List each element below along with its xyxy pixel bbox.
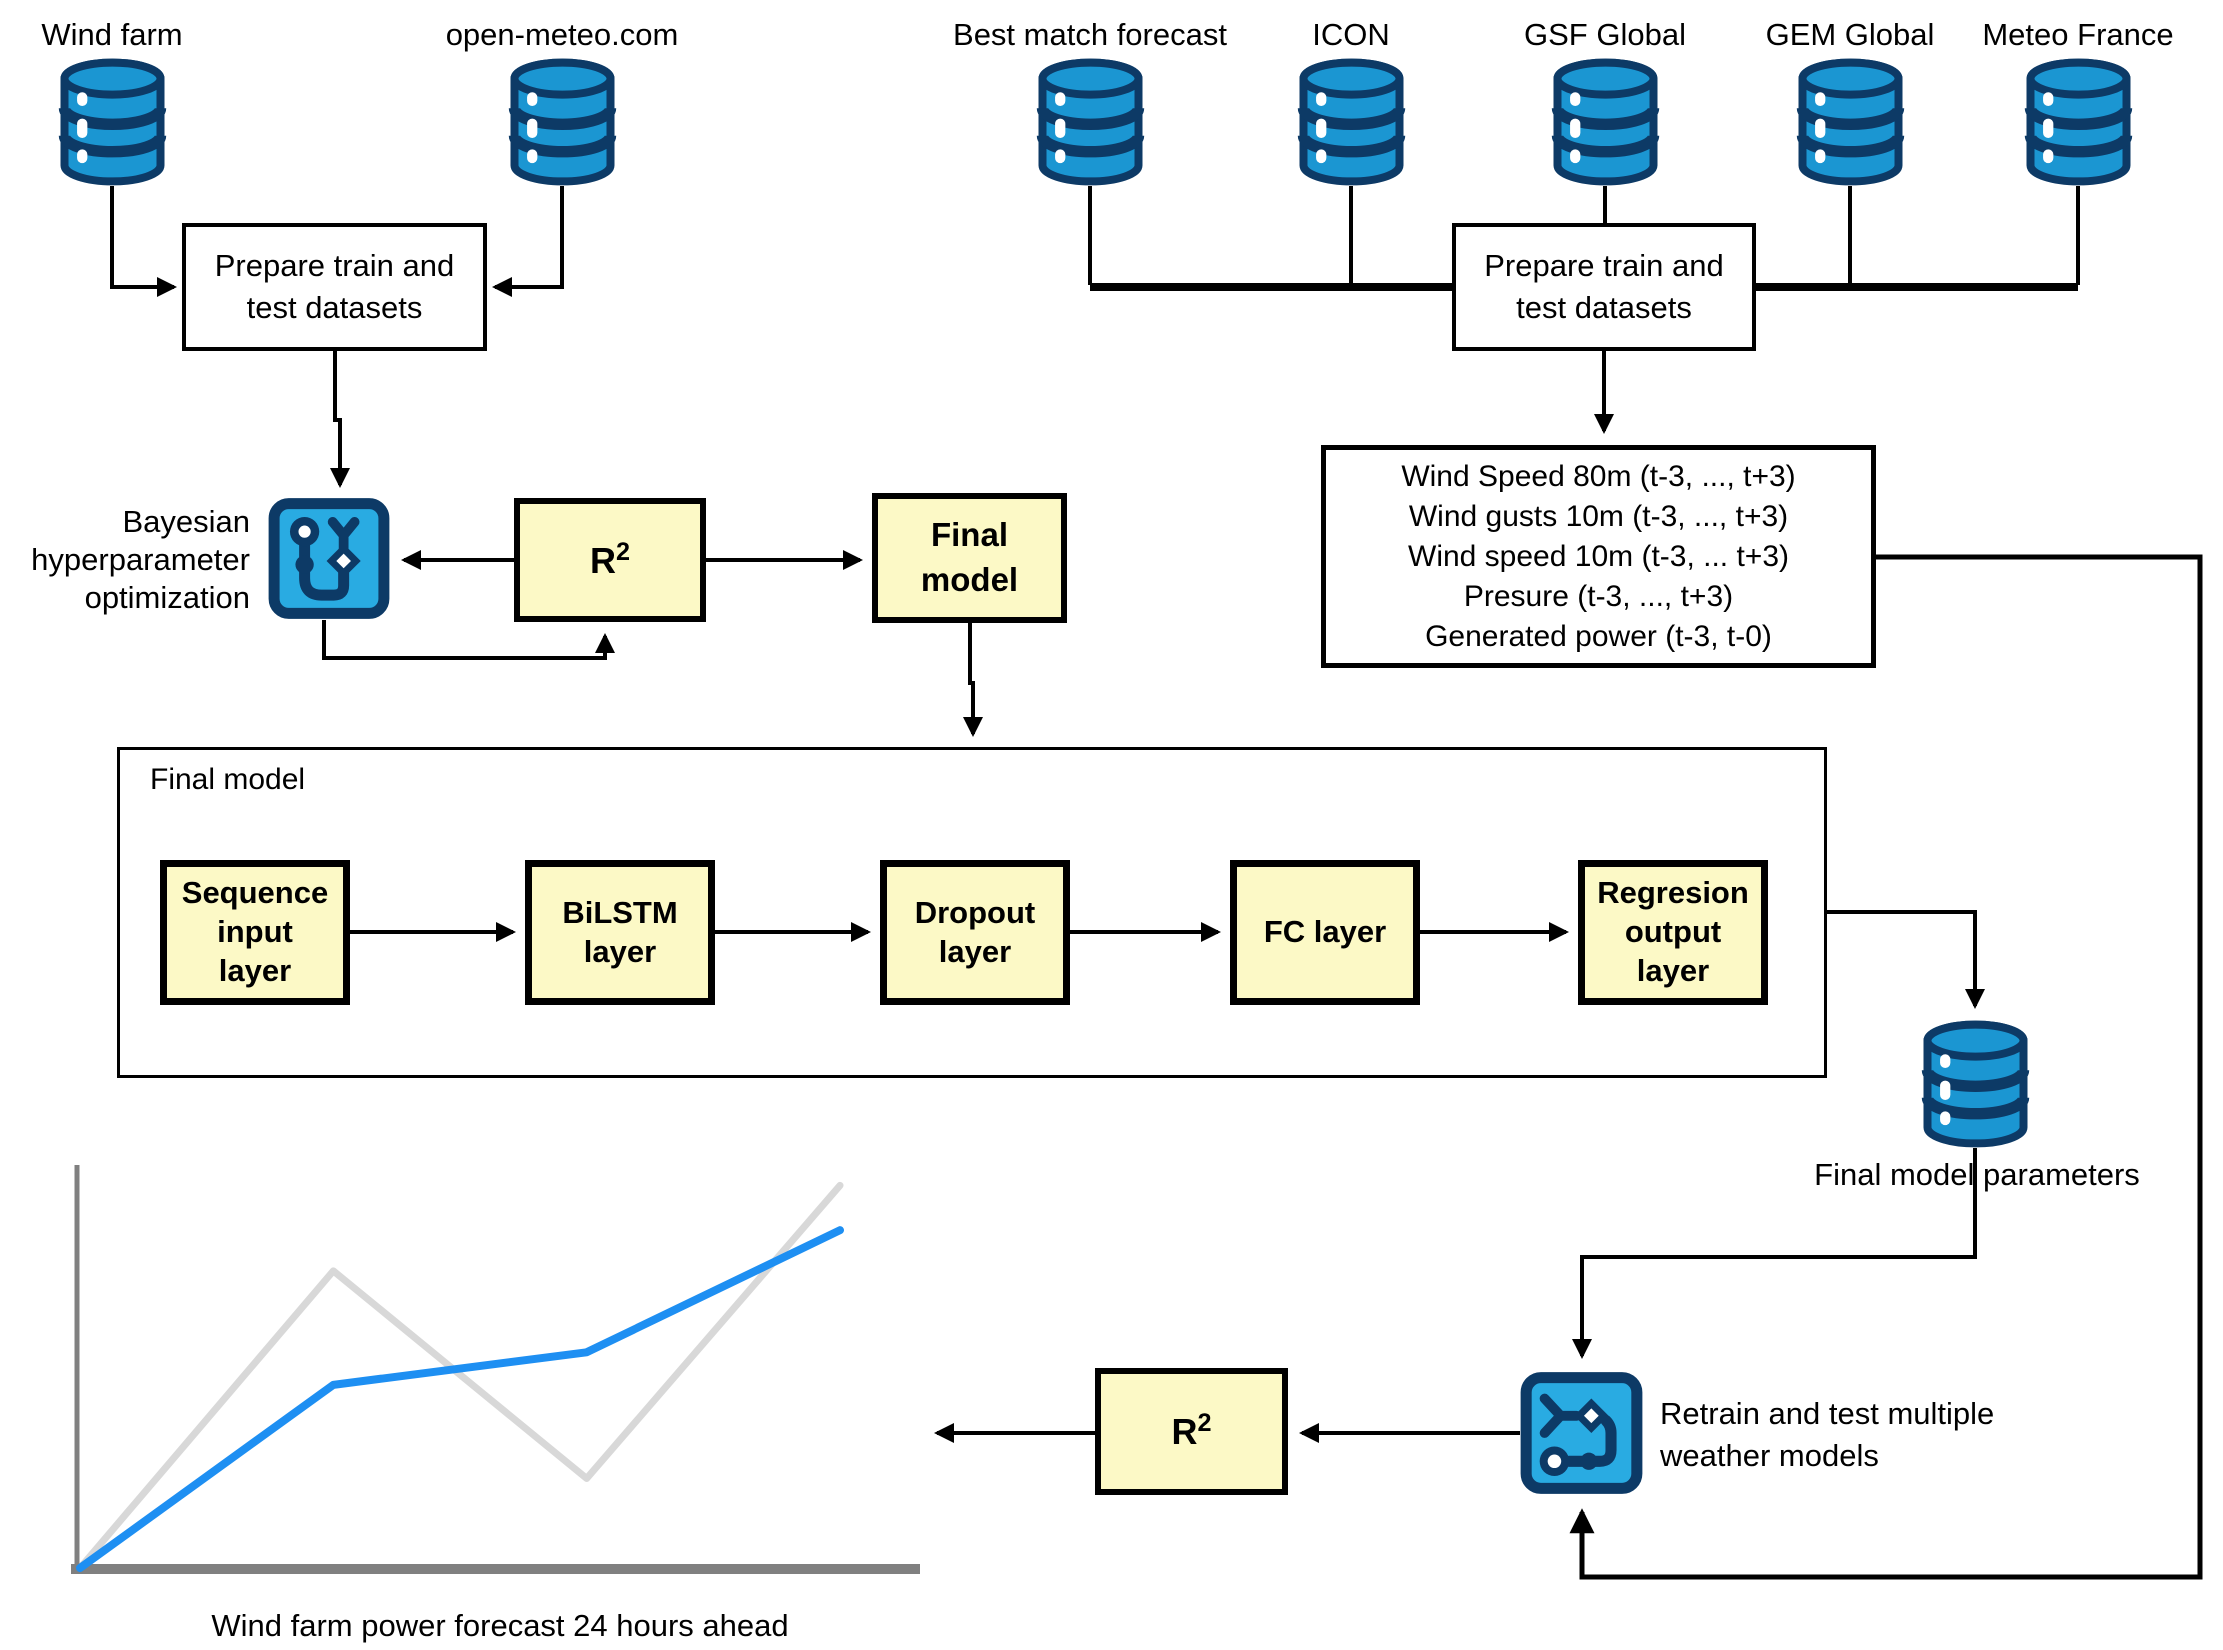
- chart-caption: Wind farm power forecast 24 hours ahead: [211, 1608, 789, 1643]
- database-icon: [1548, 58, 1663, 186]
- database-icon: [505, 58, 620, 186]
- retrain-workflow-icon: [1520, 1371, 1643, 1495]
- feature-line: Wind speed 10m (t-3, ... t+3): [1408, 539, 1789, 573]
- feature-line: Wind gusts 10m (t-3, ..., t+3): [1408, 499, 1789, 533]
- layer-label: Regresion output layer: [1597, 875, 1749, 988]
- final-model-box-label: Final model: [920, 516, 1019, 598]
- bayesian-optimization-icon: [268, 497, 390, 620]
- r2-metric-box-top: R2: [514, 498, 706, 622]
- final-model-box: Final model: [872, 493, 1067, 623]
- layer-label: Dropout layer: [914, 894, 1036, 969]
- source-label-wind-farm: Wind farm: [41, 17, 183, 52]
- database-icon: [1294, 58, 1409, 186]
- connector-prepare-to-bayes: [330, 351, 350, 488]
- r2-metric-box-bottom: R2: [1095, 1368, 1288, 1495]
- source-label-meteo-france: Meteo France: [1982, 17, 2174, 52]
- input-features-box: Wind Speed 80m (t-3, ..., t+3) Wind gust…: [1321, 445, 1876, 668]
- connector-openmeteo-to-prepare: [492, 186, 564, 297]
- layer-box-fc: FC layer: [1230, 860, 1420, 1005]
- database-icon: [55, 58, 170, 186]
- connector-windfarm-to-prepare: [110, 186, 177, 297]
- final-model-container: [117, 747, 1827, 1078]
- connectors: [110, 186, 2203, 1580]
- connector-paramsdb-to-retrain: [1572, 1148, 1977, 1359]
- retrain-label: Retrain and test multiple weather models: [1660, 1396, 1995, 1473]
- final-model-parameters-label: Final model parameters: [1814, 1157, 2140, 1192]
- layer-label: BiLSTM layer: [562, 894, 678, 969]
- layer-box-dropout: Dropout layer: [880, 860, 1070, 1005]
- layer-box-sequence-input: Sequence input layer: [160, 860, 350, 1005]
- prepare-datasets-label-left: Prepare train and test datasets: [214, 248, 455, 325]
- prepare-datasets-label-right: Prepare train and test datasets: [1484, 248, 1724, 325]
- feature-line: Generated power (t-3, t-0): [1425, 619, 1772, 653]
- source-label-gsf-global: GSF Global: [1524, 17, 1686, 52]
- mini-chart: [71, 1165, 920, 1574]
- prepare-datasets-box-right: Prepare train and test datasets: [1452, 223, 1756, 351]
- final-model-container-title: Final model: [150, 763, 306, 796]
- chart-reference-line: [76, 1181, 844, 1572]
- r2-label-top: R2: [589, 537, 630, 581]
- database-icon: [1793, 58, 1908, 186]
- connector-container-to-paramsdb: [1827, 910, 1985, 1009]
- feature-line: Presure (t-3, ..., t+3): [1463, 579, 1734, 613]
- chart-forecast-line: [76, 1226, 844, 1572]
- layer-label: FC layer: [1263, 914, 1387, 950]
- layer-box-bilstm: BiLSTM layer: [525, 860, 715, 1005]
- database-icon: [2021, 58, 2136, 186]
- connector-features-to-retrain: [1569, 554, 2203, 1580]
- source-label-best-match-forecast: Best match forecast: [953, 17, 1227, 52]
- connector-finalmodel-to-container: [963, 622, 983, 737]
- final-model-parameters-database-icon: [1918, 1020, 2033, 1148]
- source-label-icon-model: ICON: [1312, 17, 1390, 52]
- connector-bayes-feedback-to-r2: [322, 620, 615, 660]
- layer-label: Sequence input layer: [181, 875, 329, 988]
- feature-line: Wind Speed 80m (t-3, ..., t+3): [1401, 459, 1796, 493]
- database-icon: [1033, 58, 1148, 186]
- bayesian-optimization-label: Bayesian hyperparameter optimization: [31, 504, 250, 615]
- source-label-open-meteo: open-meteo.com: [445, 17, 679, 52]
- source-label-gem-global: GEM Global: [1765, 17, 1935, 52]
- layer-box-regression-output: Regresion output layer: [1578, 860, 1768, 1005]
- prepare-datasets-box-left: Prepare train and test datasets: [182, 223, 487, 351]
- r2-label-bottom: R2: [1171, 1409, 1212, 1453]
